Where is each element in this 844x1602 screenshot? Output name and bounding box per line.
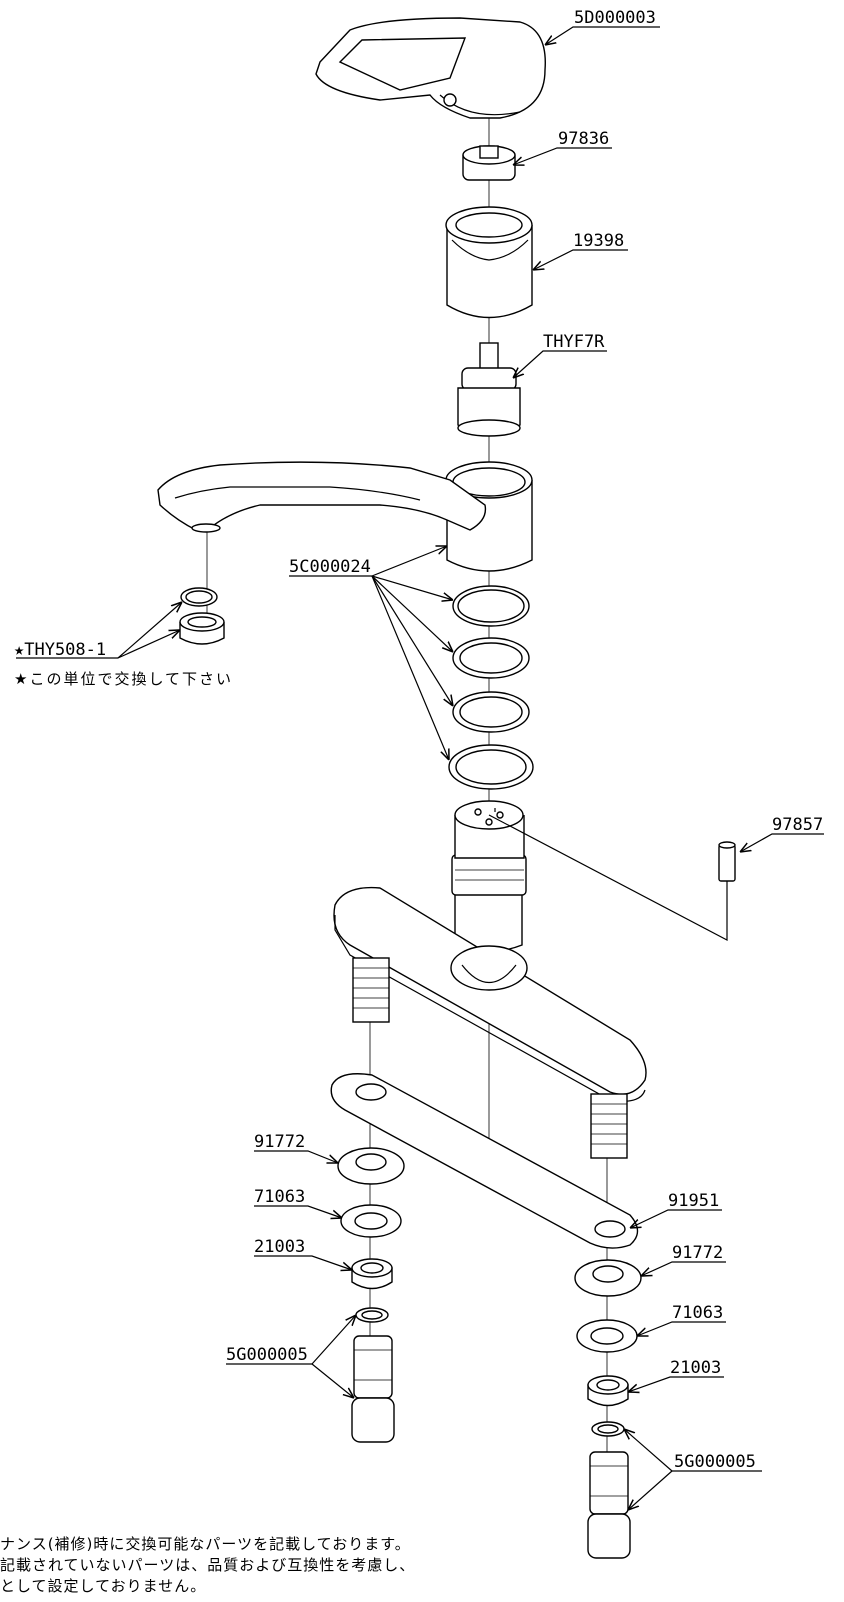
- label-lockwasher-right: 71063: [672, 1303, 723, 1323]
- hose-right-part: [587, 1421, 631, 1559]
- label-handle: 5D000003: [574, 8, 656, 28]
- gasket-part: [330, 1073, 639, 1249]
- label-pin: 97857: [772, 815, 823, 835]
- hose-left-part: [351, 1307, 395, 1443]
- cartridge-part: [457, 342, 521, 437]
- footer-note-line-2: 記載されていないパーツは、品質および互換性を考慮し、: [0, 1556, 415, 1574]
- label-nut-right: 21003: [670, 1358, 721, 1378]
- label-cartridge: THYF7R: [543, 332, 605, 352]
- footer-note-line-3: として設定しておりません。: [0, 1577, 206, 1595]
- lockwasher-right-part: [576, 1319, 638, 1353]
- label-gasket: 91951: [668, 1191, 719, 1211]
- lockwasher-left-part: [340, 1204, 402, 1238]
- label-nut-left: 21003: [254, 1237, 305, 1257]
- nut-right-part: [587, 1375, 629, 1407]
- label-aerator: ★THY508-1: [14, 640, 106, 660]
- threaded-shank-right: [590, 1093, 628, 1159]
- label-lockwasher-left: 71063: [254, 1187, 305, 1207]
- aerator-part: [179, 587, 225, 645]
- unit-note: ★この単位で交換して下さい: [14, 670, 233, 688]
- washer-right-part: [574, 1259, 642, 1297]
- washer-left-part: [337, 1147, 405, 1185]
- sleeve-part: [445, 206, 533, 319]
- deck-plate-part: [333, 886, 647, 1102]
- label-hose-right: 5G000005: [674, 1452, 756, 1472]
- valve-stem-part: [451, 800, 527, 953]
- label-washer-left: 91772: [254, 1132, 305, 1152]
- oring-set: [448, 585, 534, 790]
- cap-part: [462, 145, 516, 181]
- label-washer-right: 91772: [672, 1243, 723, 1263]
- label-hose-left: 5G000005: [226, 1345, 308, 1365]
- label-cap: 97836: [558, 129, 609, 149]
- threaded-shank-left: [352, 957, 390, 1023]
- spout-body-part: [157, 461, 533, 572]
- label-sleeve: 19398: [573, 231, 624, 251]
- footer-note-line-1: ナンス(補修)時に交換可能なパーツを記載しております。: [0, 1535, 411, 1553]
- leader-lines: [16, 26, 824, 1510]
- pin-part: [488, 808, 736, 941]
- nut-left-part: [351, 1258, 393, 1290]
- handle-part: [315, 17, 546, 119]
- label-orings: 5C000024: [289, 557, 371, 577]
